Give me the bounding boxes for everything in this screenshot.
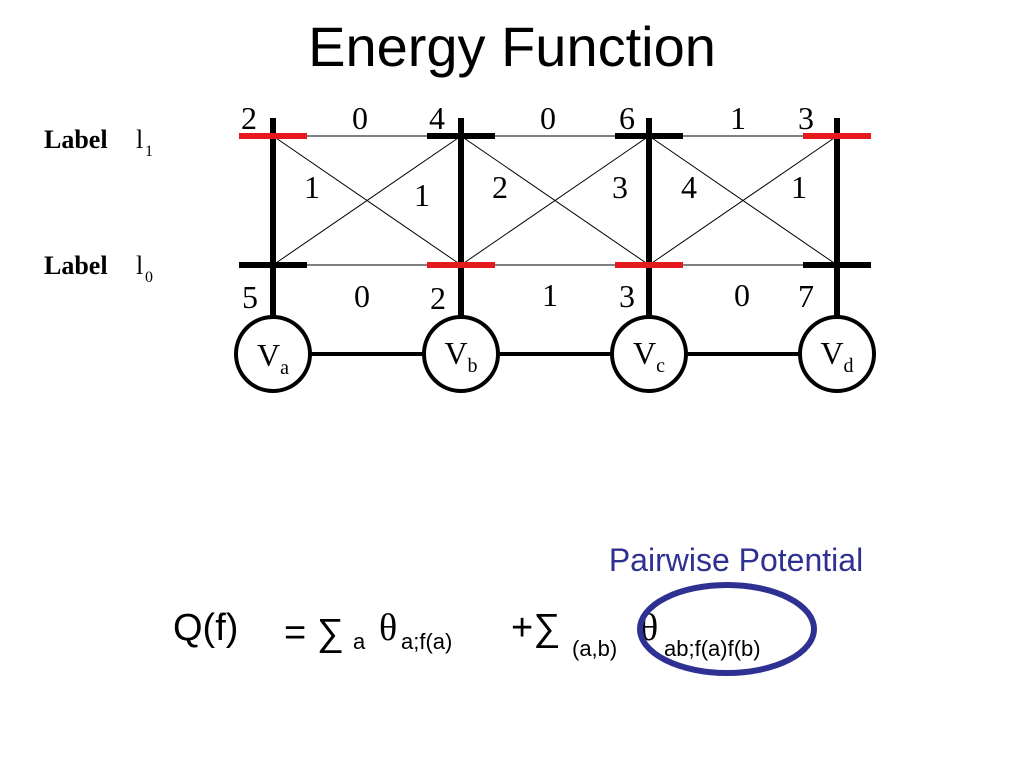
variable-node-a-label: Va bbox=[257, 337, 289, 379]
unary-l0: 5 2 3 7 bbox=[242, 278, 814, 316]
variable-node-d-label: Vd bbox=[820, 335, 853, 377]
unary-d-l0: 7 bbox=[798, 278, 814, 314]
pairwise-highlight-ellipse bbox=[637, 582, 817, 676]
variable-node-c-circle bbox=[610, 315, 688, 393]
pairwise-cross-bc-left: 2 bbox=[492, 169, 508, 205]
variable-c-subscript: c bbox=[656, 355, 665, 377]
pairwise-top-cd: 1 bbox=[730, 100, 746, 136]
variable-node-c-label: Vc bbox=[633, 335, 665, 377]
variable-a-letter: V bbox=[257, 337, 280, 373]
variable-node-b-circle bbox=[422, 315, 500, 393]
variable-node-a-circle bbox=[234, 315, 312, 393]
pairwise-bottom: 0 1 0 bbox=[354, 277, 750, 314]
label-ticks bbox=[239, 133, 871, 268]
unary-a-l0: 5 bbox=[242, 279, 258, 315]
variable-a-subscript: a bbox=[280, 357, 289, 379]
page-title: Energy Function bbox=[308, 15, 716, 78]
variable-b-letter: V bbox=[444, 335, 467, 371]
pairwise-top: 0 0 1 bbox=[352, 100, 746, 136]
pairwise-edges bbox=[272, 135, 838, 266]
unary-c-l1: 6 bbox=[619, 100, 635, 136]
pairwise-cross-cd-left: 4 bbox=[681, 169, 697, 205]
theta-unary-symbol: θ bbox=[379, 607, 397, 649]
variable-node-b-label: Vb bbox=[444, 335, 477, 377]
edge-cross-bc-2 bbox=[460, 135, 650, 266]
edge-cross-cd-2 bbox=[648, 135, 838, 266]
variable-node-c: Vc bbox=[610, 315, 688, 393]
unary-l1: 2 4 6 3 bbox=[241, 100, 814, 136]
pairwise-cross-bc-right: 3 bbox=[612, 169, 628, 205]
pairwise-cross: 1 1 2 3 4 1 bbox=[304, 169, 807, 213]
variable-node-d: Vd bbox=[798, 315, 876, 393]
variable-d-letter: V bbox=[820, 335, 843, 371]
unary-a-l1: 2 bbox=[241, 100, 257, 136]
pairwise-cross-ab-right: 1 bbox=[414, 177, 430, 213]
label-l1: Label l 1 bbox=[44, 125, 153, 160]
formula-sum1-subscript: a bbox=[353, 629, 366, 654]
pairwise-top-bc: 0 bbox=[540, 100, 556, 136]
pairwise-cross-cd-right: 1 bbox=[791, 169, 807, 205]
label-l0: Label l 0 bbox=[44, 251, 153, 286]
unary-d-l1: 3 bbox=[798, 100, 814, 136]
variable-c-letter: V bbox=[633, 335, 656, 371]
label-l1-letter: l bbox=[136, 125, 143, 154]
variable-b-subscript: b bbox=[468, 355, 478, 377]
formula-eq-sum: = ∑ bbox=[284, 612, 344, 654]
unary-c-l0: 3 bbox=[619, 278, 635, 314]
label-l0-subscript: 0 bbox=[145, 269, 153, 286]
variable-d-subscript: d bbox=[844, 355, 854, 377]
pairwise-top-ab: 0 bbox=[352, 100, 368, 136]
label-l0-word: Label bbox=[44, 251, 108, 280]
formula-sum2-subscript: (a,b) bbox=[572, 636, 617, 661]
pairwise-cross-ab-left: 1 bbox=[304, 169, 320, 205]
label-l1-word: Label bbox=[44, 125, 108, 154]
formula-plus-sum: +∑ bbox=[511, 607, 560, 649]
pairwise-potential-annotation: Pairwise Potential bbox=[609, 542, 863, 578]
pairwise-bottom-ab: 0 bbox=[354, 278, 370, 314]
variable-node-a: Va bbox=[234, 315, 312, 393]
edge-cross-ab-2 bbox=[272, 135, 462, 266]
formula-lhs: Q(f) bbox=[173, 607, 238, 649]
energy-formula: Q(f) = ∑ a θ a;f(a) +∑ (a,b) θ ab;f(a)f(… bbox=[173, 607, 761, 661]
variable-node-b: Vb bbox=[422, 315, 500, 393]
formula-theta1-subscript: a;f(a) bbox=[401, 629, 452, 654]
pairwise-bottom-bc: 1 bbox=[542, 277, 558, 313]
unary-b-l0: 2 bbox=[430, 280, 446, 316]
variable-node-d-circle bbox=[798, 315, 876, 393]
label-l0-letter: l bbox=[136, 251, 143, 280]
variable-posts bbox=[270, 118, 840, 330]
formula-theta2-subscript: ab;f(a)f(b) bbox=[664, 636, 761, 661]
label-l1-subscript: 1 bbox=[145, 143, 153, 160]
unary-b-l1: 4 bbox=[429, 100, 445, 136]
pairwise-bottom-cd: 0 bbox=[734, 277, 750, 313]
